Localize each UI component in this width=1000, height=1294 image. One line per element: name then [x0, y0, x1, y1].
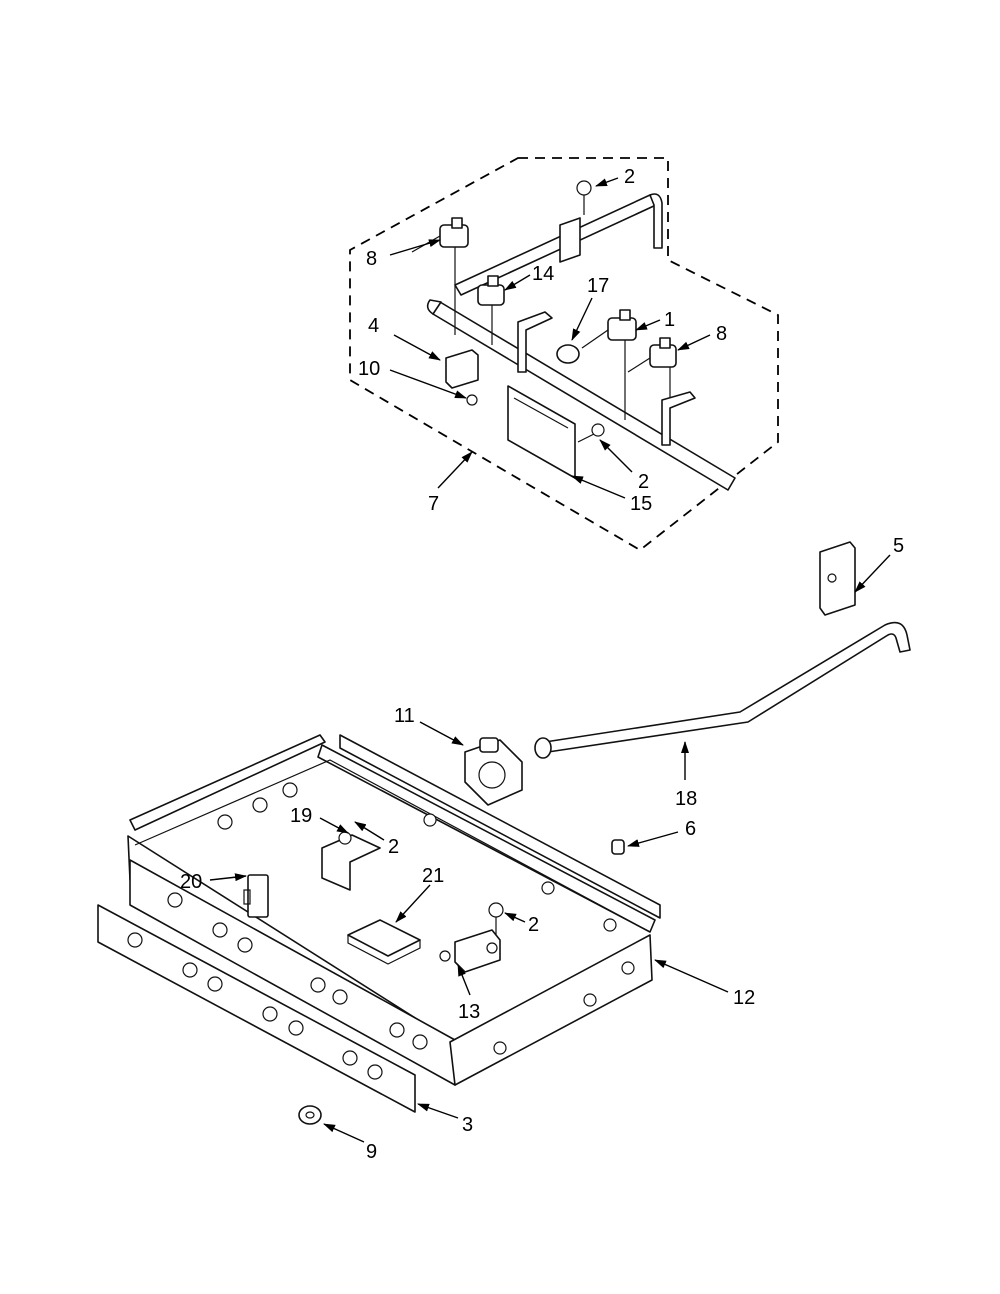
screw-small: [466, 394, 478, 406]
orifice-disc: [556, 344, 580, 364]
ignition-bracket: [321, 831, 381, 891]
callout-labels: 2 8 14 17 1 8 4 10 2 15 7 5 11 18 19 2 6…: [180, 166, 904, 1163]
callout-2: 2: [624, 166, 635, 188]
callout-2: 2: [528, 914, 539, 936]
burner-valve-left[interactable]: [411, 217, 469, 300]
gas-manifold: [426, 193, 736, 491]
screw-cover-plate: [577, 423, 605, 443]
manifold-bracket-center: [517, 311, 553, 373]
burner-valve-right-upper[interactable]: [581, 309, 637, 420]
callout-21: 21: [422, 865, 444, 887]
callout-19: 19: [290, 805, 312, 827]
callout-2: 2: [638, 471, 649, 493]
manifold-assembly-boundary: [349, 157, 779, 552]
callout-20: 20: [180, 871, 202, 893]
pressure-regulator[interactable]: [464, 737, 523, 806]
valve-bracket: [439, 929, 501, 973]
callout-3: 3: [462, 1114, 473, 1136]
pipe-bracket: [819, 541, 856, 616]
callout-17: 17: [587, 275, 609, 297]
callout-8: 8: [716, 323, 727, 345]
cover-plate: [507, 385, 576, 479]
front-trim-strip: [97, 904, 416, 1113]
callout-9: 9: [366, 1141, 377, 1163]
callout-8: 8: [366, 248, 377, 270]
callout-6: 6: [685, 818, 696, 840]
hex-nut: [298, 1105, 322, 1125]
callout-2: 2: [388, 836, 399, 858]
callout-7: 7: [428, 493, 439, 515]
manifold-bracket-rear: [559, 217, 581, 263]
burner-valve-right-lower[interactable]: [627, 337, 677, 400]
burner-valve-center[interactable]: [477, 275, 505, 345]
fitting-small: [611, 839, 625, 855]
insulation-pad: [347, 919, 421, 965]
callout-4: 4: [368, 315, 379, 337]
bracket-small: [445, 349, 479, 389]
gas-pipe: [534, 621, 911, 759]
callout-1: 1: [664, 309, 675, 331]
callout-12: 12: [733, 987, 755, 1009]
burner-box: [127, 734, 661, 1086]
spark-module[interactable]: [243, 874, 269, 918]
callout-11: 11: [394, 705, 415, 727]
screw-top: [576, 180, 592, 215]
callout-14: 14: [532, 263, 554, 285]
callout-10: 10: [358, 358, 380, 380]
callout-5: 5: [893, 535, 904, 557]
leader-lines: [209, 177, 891, 1143]
callout-18: 18: [675, 788, 697, 810]
callout-15: 15: [630, 493, 652, 515]
callout-13: 13: [458, 1001, 480, 1023]
manifold-bracket-right: [661, 391, 696, 446]
screw-bracket: [488, 902, 504, 935]
